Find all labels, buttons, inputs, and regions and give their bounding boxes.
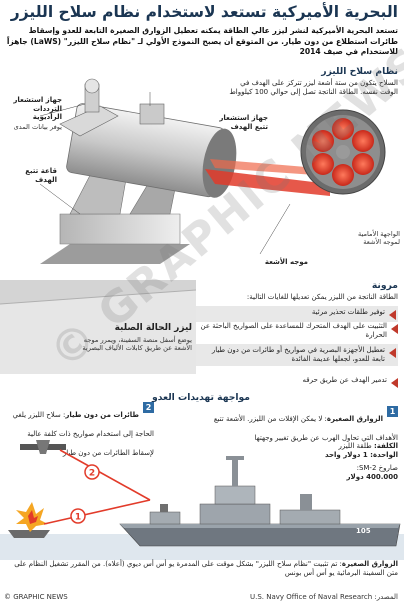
label-beam-director: موجه الأشعة [264,258,308,266]
cost-label: الكلفة: [373,442,398,450]
laser-beam [205,169,330,196]
arrow-icon [389,310,396,320]
solid-laser-panel [0,280,196,374]
cost-per-shot: الواحدة: 1 دولار واحد [324,451,398,460]
laser-system-text: السلاح يتكون من ستة أشعة ليزر تتركز على … [229,79,398,97]
flexibility-text: الطاقة الناتجة من الليزر يمكن تعديلها لل… [246,293,398,301]
intro-text: تستعد البحرية الأميركية لنشر ليزر عالي ا… [6,26,398,57]
number-badge-2: 2 [143,402,154,413]
flexibility-heading: مرونة [371,280,398,291]
laser-system-heading: نظام سلاح الليزر [321,66,398,77]
footer-source: المصدر: U.S. Navy Office of Naval Resear… [250,593,398,601]
threat-item-drones: 2 طائرات من دون طيار: سلاح الليزر يلغي ا… [4,402,154,459]
threats-heading: مواجهة تهديدات العدو [151,392,251,403]
threat-2-text: : سلاح الليزر يلغي الحاجة إلى استخدام صو… [12,411,154,457]
label-target-base: قاعة تتبع الهدف [25,167,57,184]
flex-item-1: توفير طلقات تحذير مرئية [196,306,398,322]
threat-item-boats: 1 الزوارق الصغيرة: لا يمكن الإفلات من ال… [202,406,398,444]
flex-item-3: تعطيل الأجهزة البصرية في صواريخ أو طائرا… [196,344,398,366]
cost-sm2-value: 400.000 دولار [346,473,398,482]
arrow-icon [391,324,398,334]
engagement-scene: 2 1 [0,430,404,560]
cost-sm2-label: صاروخ SM-2: [356,463,398,472]
page-title: البحرية الأميركية تستعد لاستخدام نظام سل… [10,3,398,21]
label-solid-laser: ليزر الحالة الصلبة [114,323,192,333]
svg-text:2: 2 [89,469,95,479]
flex-item-4: تدمير الهدف عن طريق حرقه [200,376,398,388]
label-radar: جهاز استشعار الترددات الراديوية [13,96,62,122]
laser-line-1 [43,499,151,525]
svg-text:1: 1 [75,513,81,523]
small-boat-icon [8,502,50,538]
tracking-sensor [139,103,165,125]
bottom-note-text: : تم تثبيت "نظام سلاح الليزر" بشكل موقت … [14,560,398,578]
bottom-note: الزوارق الصغيرة: تم تثبيت "نظام سلاح الل… [4,560,398,579]
deck-hatch [0,280,196,305]
label-front-face: الواجهة الأمامية لموجه الأشعة [357,230,400,247]
ship-drawing: 2 1 [0,440,404,560]
cost-laser-shot: طلقة الليزر [338,442,372,450]
number-badge-1: 1 [387,406,398,417]
laser-turret-drawing [39,78,386,264]
drone-icon [20,440,66,454]
footer: © GRAPHIC NEWS المصدر: U.S. Navy Office … [0,591,404,607]
label-solid-laser-sub: يوضع أسفل منصة السفينة، ويمرر موجه الأشع… [82,336,192,353]
pedestal-base [40,244,190,264]
arrow-icon [389,348,396,358]
flex-item-2: التثبيت على الهدف المتحرك للمساعدة على ا… [200,322,398,340]
footer-credit: © GRAPHIC NEWS [4,593,68,601]
laser-illustration [0,64,404,278]
laser-line-2 [59,449,151,501]
hull-number: 105 [356,527,371,535]
front-face-lenses [300,109,386,195]
threat-1-text: : لا يمكن الإفلات من الليزر. الأشعة تتبع… [213,415,398,442]
label-radar-sub: يوفر بيانات المدى [13,123,62,131]
bottom-note-title: الزوارق الصغيرة [341,560,398,568]
threat-2-title: طائرات من دون طيار [65,411,139,419]
threat-1-title: الزوارق الصغيرة [326,415,383,423]
arrow-icon [391,378,398,388]
cost-block: الكلفة: طلقة الليزر الواحدة: 1 دولار واح… [268,442,398,483]
label-tracking-sensor: جهاز استشعار تتبع الهدف [219,114,268,131]
